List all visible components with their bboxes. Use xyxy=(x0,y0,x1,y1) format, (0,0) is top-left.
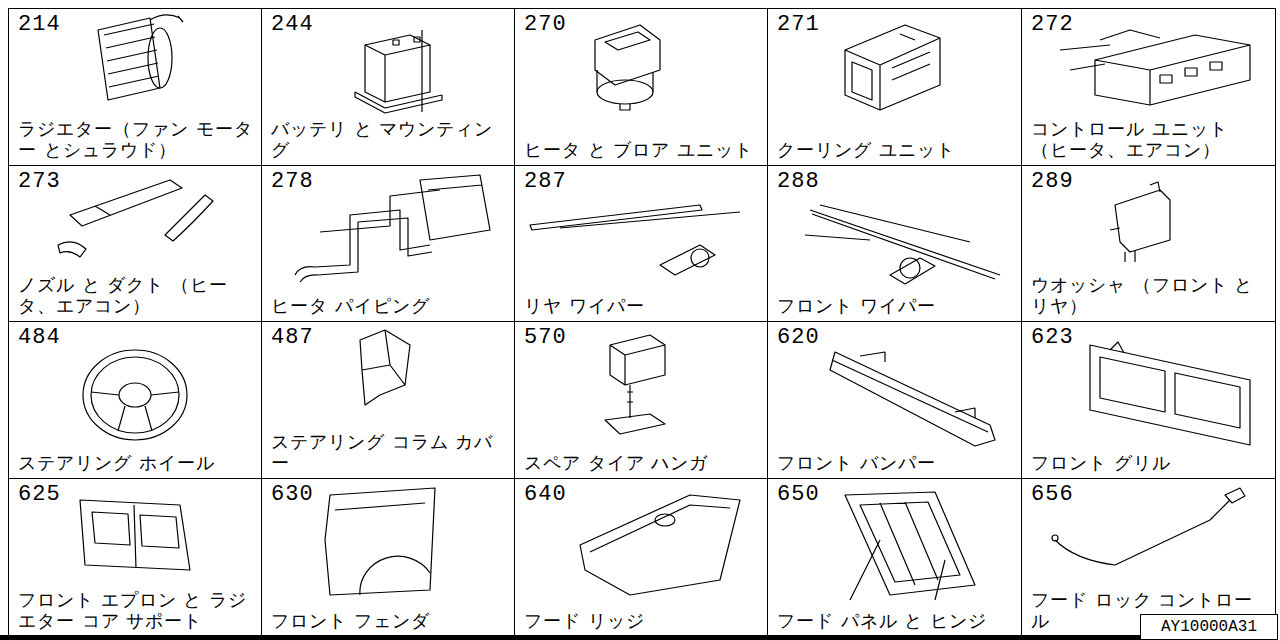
catalog-cell: 278 ヒータ パイピング xyxy=(261,165,515,322)
catalog-cell: 271 クーリング ユニット xyxy=(767,8,1022,166)
part-name: フロント エプロン と ラジエター コア サポート xyxy=(18,589,253,631)
washer-illustration xyxy=(1110,182,1170,262)
battery-illustration xyxy=(355,30,442,113)
catalog-cell: 289 ウオッシャ （フロント と リヤ） xyxy=(1021,165,1276,322)
catalog-cell: 620 フロント バンパー xyxy=(767,321,1022,479)
callout-number: 630 xyxy=(271,483,314,507)
grille-illustration xyxy=(1090,342,1250,445)
catalog-cell: 288 フロント ワイパー xyxy=(767,165,1022,322)
catalog-cell: 650 フード パネル と ヒンジ xyxy=(767,478,1022,637)
callout-number: 214 xyxy=(18,13,61,37)
spare-hanger-illustration xyxy=(605,335,665,434)
callout-number: 244 xyxy=(271,13,314,37)
part-name: ステアリング コラム カバー xyxy=(271,431,506,473)
part-name: ステアリング ホイール xyxy=(18,452,253,473)
part-name: フロント フェンダ xyxy=(271,610,506,631)
apron-illustration xyxy=(80,500,190,570)
catalog-cell: 484 ステアリング ホイール xyxy=(8,321,262,479)
catalog-cell: 570 スペア タイア ハンガ xyxy=(514,321,768,479)
hood-panel-illustration xyxy=(845,492,975,600)
callout-number: 656 xyxy=(1031,483,1074,507)
catalog-cell: 623 フロント グリル xyxy=(1021,321,1276,479)
part-name: ラジエター（ファン モーター とシュラウド） xyxy=(18,118,253,160)
catalog-cell: 270 ヒータ と ブロア ユニット xyxy=(514,8,768,166)
callout-number: 271 xyxy=(777,13,820,37)
callout-number: 278 xyxy=(271,170,314,194)
column-cover-illustration xyxy=(360,330,410,405)
part-name: フード パネル と ヒンジ xyxy=(777,610,1013,631)
callout-number: 570 xyxy=(524,326,567,350)
heater-blower-illustration xyxy=(595,25,660,110)
catalog-cell: 625 フロント エプロン と ラジエター コア サポート xyxy=(8,478,262,637)
catalog-cell: 214 ラジエター（ファン モーター とシュラウド） xyxy=(8,8,262,166)
part-name: バッテリ と マウンティング xyxy=(271,118,506,160)
part-name: フード リッジ xyxy=(524,610,759,631)
part-name: フロント グリル xyxy=(1031,452,1267,473)
part-name: スペア タイア ハンガ xyxy=(524,452,759,473)
callout-number: 487 xyxy=(271,326,314,350)
part-name: リヤ ワイパー xyxy=(524,295,759,316)
callout-number: 650 xyxy=(777,483,820,507)
catalog-cell: 273 ノズル と ダクト （ヒータ、エアコン） xyxy=(8,165,262,322)
part-name: コントロール ユニット （ヒータ、エアコン） xyxy=(1031,118,1267,160)
reference-code: AY10000A31 xyxy=(1161,618,1257,636)
nozzle-duct-illustration xyxy=(58,180,213,257)
callout-number: 273 xyxy=(18,170,61,194)
part-name: ヒータ パイピング xyxy=(271,295,506,316)
cooling-unit-illustration xyxy=(845,25,940,110)
callout-number: 620 xyxy=(777,326,820,350)
front-wiper-illustration xyxy=(805,205,1000,284)
control-unit-illustration xyxy=(1060,30,1250,105)
reference-code-box: AY10000A31 xyxy=(1140,614,1278,640)
radiator-illustration xyxy=(98,15,183,100)
steering-wheel-illustration xyxy=(83,350,187,440)
part-name: ノズル と ダクト （ヒータ、エアコン） xyxy=(18,274,253,316)
callout-number: 287 xyxy=(524,170,567,194)
callout-number: 289 xyxy=(1031,170,1074,194)
catalog-cell: 630 フロント フェンダ xyxy=(261,478,515,637)
part-name: ヒータ と ブロア ユニット xyxy=(524,139,759,160)
fender-illustration xyxy=(325,488,435,595)
catalog-cell: 272 コントロール ユニット （ヒータ、エアコン） xyxy=(1021,8,1276,166)
callout-number: 270 xyxy=(524,13,567,37)
bottom-bar xyxy=(0,635,1140,640)
catalog-cell: 487 ステアリング コラム カバー xyxy=(261,321,515,479)
callout-number: 288 xyxy=(777,170,820,194)
callout-number: 484 xyxy=(18,326,61,350)
callout-number: 640 xyxy=(524,483,567,507)
part-name: フロント ワイパー xyxy=(777,295,1013,316)
callout-number: 272 xyxy=(1031,13,1074,37)
hood-ledge-illustration xyxy=(580,495,740,595)
part-name: ウオッシャ （フロント と リヤ） xyxy=(1031,274,1267,316)
heater-piping-illustration xyxy=(295,175,490,282)
catalog-cell: 287 リヤ ワイパー xyxy=(514,165,768,322)
callout-number: 625 xyxy=(18,483,61,507)
part-name: クーリング ユニット xyxy=(777,139,1013,160)
part-name: フロント バンパー xyxy=(777,452,1013,473)
bumper-illustration xyxy=(830,352,995,446)
callout-number: 623 xyxy=(1031,326,1074,350)
catalog-cell: 640 フード リッジ xyxy=(514,478,768,637)
catalog-cell: 244 バッテリ と マウンティング xyxy=(261,8,515,166)
hood-lock-cable-illustration xyxy=(1052,488,1245,565)
rear-wiper-illustration xyxy=(530,205,740,275)
